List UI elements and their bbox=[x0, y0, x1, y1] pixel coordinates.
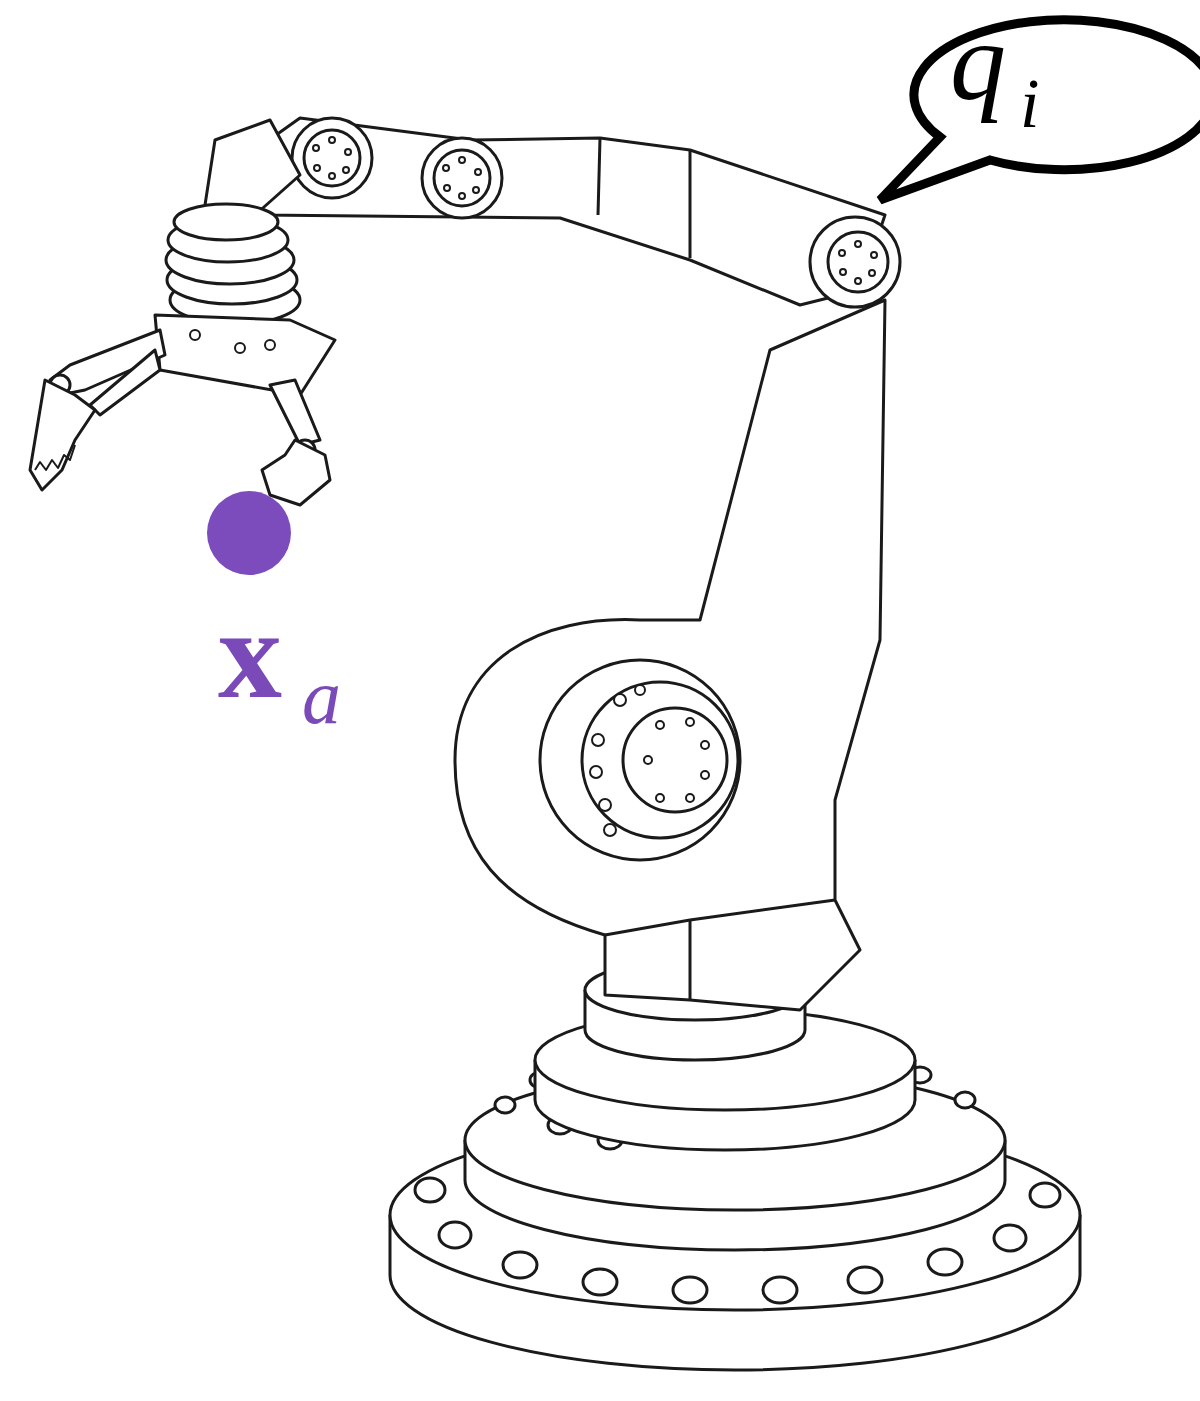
gripper-bolts bbox=[190, 330, 275, 353]
arm-edge bbox=[689, 920, 692, 1000]
shoulder-cap bbox=[623, 708, 727, 812]
gripper-linkage bbox=[90, 350, 160, 415]
point-subscript: a bbox=[302, 650, 341, 744]
speech-bubble: qi bbox=[880, 12, 1192, 202]
elbow-hub bbox=[810, 217, 900, 307]
shoulder-bolts bbox=[590, 685, 709, 836]
wrist-joint-cap bbox=[434, 150, 490, 206]
jaw-teeth bbox=[35, 445, 75, 470]
elbow-cap bbox=[828, 232, 888, 292]
gripper-plate bbox=[155, 315, 335, 395]
shoulder-ring bbox=[582, 682, 738, 838]
wrist-joint bbox=[292, 118, 372, 198]
joint-symbol: q bbox=[950, 0, 1006, 128]
wrist-joint bbox=[422, 138, 502, 218]
point-label: x bbox=[218, 578, 282, 732]
point-marker bbox=[207, 491, 291, 575]
bubble-path bbox=[880, 20, 1200, 200]
right-jaw bbox=[262, 440, 330, 505]
arm-edge bbox=[605, 900, 835, 935]
left-jaw bbox=[30, 380, 95, 490]
forearm-seam bbox=[598, 138, 600, 215]
wrist-head bbox=[205, 120, 300, 215]
forearm-seam bbox=[689, 150, 692, 258]
wrist-joint-cap bbox=[304, 130, 360, 186]
forearm bbox=[255, 118, 885, 305]
gripper-linkage bbox=[270, 380, 320, 445]
lower-arm-link bbox=[455, 300, 885, 1010]
bellows bbox=[166, 204, 300, 324]
joint-subscript: i bbox=[1020, 62, 1039, 146]
wrist-bolts bbox=[313, 137, 481, 199]
elbow-bolts bbox=[839, 241, 877, 284]
shoulder-hub bbox=[540, 660, 740, 860]
